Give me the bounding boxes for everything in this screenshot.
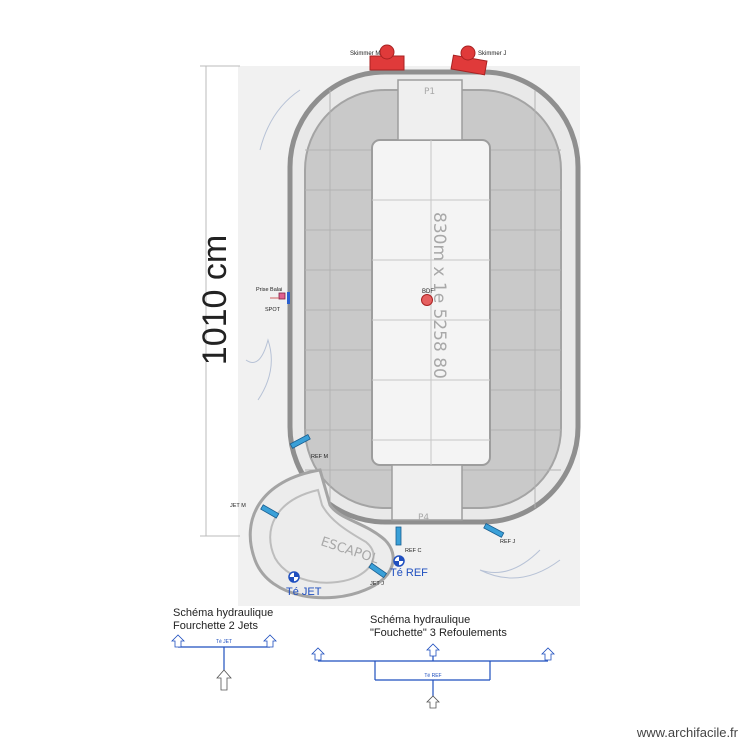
te-jet-marker[interactable]	[288, 571, 300, 583]
sketch-p4: P4	[418, 513, 429, 523]
schema-ref-arrow-left	[311, 647, 325, 661]
schema-ref-arrow-center	[426, 643, 440, 657]
ref-c-pipe	[395, 526, 402, 546]
jet-m-label: JET M	[230, 503, 246, 509]
spot[interactable]	[287, 292, 290, 304]
jet-m-fitting[interactable]	[260, 504, 280, 519]
te-ref-marker[interactable]	[393, 555, 405, 567]
ref-m-pipe	[289, 433, 311, 449]
schema-ref: Schéma hydraulique "Fouchette" 3 Refoule…	[311, 614, 555, 709]
schema-ref-title-1: Schéma hydraulique	[370, 614, 470, 626]
ref-m-fitting[interactable]	[289, 433, 311, 449]
schema-jets-title-2: Fourchette 2 Jets	[173, 620, 258, 632]
jet-j-pipe	[368, 562, 388, 579]
prise-balai[interactable]	[278, 292, 286, 300]
ref-j-label: REF J	[500, 539, 516, 545]
jet-j-fitting[interactable]	[368, 562, 388, 579]
sketch-dimensions: 830m x 1e 5258 80	[429, 212, 449, 379]
schema-jets-te-label: Té JET	[216, 639, 232, 645]
schema-jets-arrow-right	[263, 634, 277, 648]
te-ref-quadrants	[394, 556, 404, 566]
jet-j-label: JET J	[370, 581, 384, 587]
schema-jets-arrow-inlet	[216, 669, 232, 691]
te-jet-quadrants	[289, 572, 299, 582]
skimmer-j-label: Skimmer J	[478, 51, 506, 57]
te-ref-label: Té REF	[390, 567, 428, 579]
skimmer-m-cap	[379, 44, 395, 60]
schema-ref-te-label: Té REF	[424, 673, 441, 679]
schema-jets-arrow-left	[171, 634, 185, 648]
escapol-outline	[248, 468, 395, 600]
prise-balai-label: Prise Balai	[256, 287, 282, 293]
bdf-drain[interactable]	[421, 294, 433, 306]
stadium-sketch	[287, 69, 581, 525]
sketch-p1: P1	[424, 87, 435, 97]
te-jet-label: Té JET	[286, 586, 322, 598]
spot-label: SPOT	[265, 307, 281, 313]
escapol-area	[248, 468, 395, 600]
skimmer-m[interactable]	[369, 44, 405, 71]
schema-ref-title-2: "Fouchette" 3 Refoulements	[370, 627, 507, 639]
ref-j-fitting[interactable]	[483, 522, 505, 538]
bdf-label: BDF	[422, 289, 434, 295]
schema-ref-arrow-inlet	[426, 695, 440, 709]
ref-c-fitting[interactable]	[395, 526, 402, 546]
watermark-link[interactable]: www.archifacile.fr	[636, 725, 738, 740]
schema-jets: Schéma hydraulique Fourchette 2 Jets Té …	[171, 607, 277, 691]
skimmer-j-cap	[460, 45, 476, 61]
dimension-line	[200, 65, 240, 537]
ref-m-label: REF M	[311, 454, 329, 460]
ref-j-pipe	[483, 522, 505, 538]
ref-c-label: REF C	[405, 548, 422, 554]
schema-ref-arrow-right	[541, 647, 555, 661]
schema-jets-pipes	[178, 646, 270, 670]
jet-m-pipe	[260, 504, 280, 519]
skimmer-m-label: Skimmer M	[350, 51, 380, 57]
dimension-label: 1010 cm	[196, 235, 234, 365]
skimmer-j[interactable]	[450, 45, 488, 76]
schema-jets-title-1: Schéma hydraulique	[173, 607, 273, 619]
end-zone-top	[397, 79, 463, 141]
escapol-inner	[269, 488, 375, 584]
end-zone-bottom	[391, 464, 463, 521]
schema-ref-pipes	[318, 655, 548, 703]
